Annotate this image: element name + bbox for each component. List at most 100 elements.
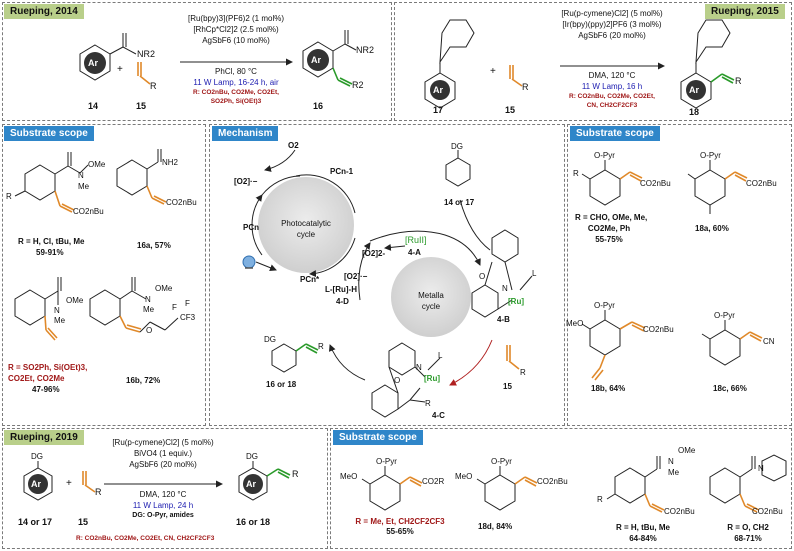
structure-scope-left-16b xyxy=(89,277,179,333)
mech-photo-cycle: Photocatalytic cycle xyxy=(281,219,331,239)
structure-17 xyxy=(424,19,475,109)
tag-rueping-2014: Rueping, 2014 xyxy=(4,4,84,19)
scope-left-ome1: OMe xyxy=(88,160,106,169)
tag-substrate-scope-right: Substrate scope xyxy=(570,126,660,141)
scope-left-me3: Me xyxy=(54,316,66,325)
scope-bottom-me3: Me xyxy=(668,468,680,477)
mech-pcnstar: PCn* xyxy=(300,275,320,284)
scope-left-item3-label: R = SO2Ph, Si(OEt)3, CO2Et, CO2Me 47-96% xyxy=(8,363,88,394)
scope-right-r1: R xyxy=(573,169,579,178)
scope-right-cn4: CN xyxy=(763,337,775,346)
structure-15-top-right xyxy=(509,65,523,87)
tag-mechanism: Mechanism xyxy=(212,126,279,141)
mech-o2: O2 xyxy=(288,141,299,150)
structure-scope-right-18a xyxy=(687,160,748,214)
structure-scope-right-1 xyxy=(581,160,643,206)
label-18: 18 xyxy=(689,107,700,117)
scope-left-n1: N xyxy=(78,171,84,180)
scope-bottom-n3: N xyxy=(668,457,674,466)
label-14: 14 xyxy=(88,101,99,111)
scope-left-16a: 16a, 57% xyxy=(137,241,171,250)
r-groups-2019: R: CO2nBu, CO2Me, CO2Et, CN, CH2CF2CF3 xyxy=(76,535,215,542)
scope-right-opyr1: O-Pyr xyxy=(594,151,615,160)
scope-bottom-item4: R = O, CH2 68-71% xyxy=(727,523,769,543)
r-label-18: R xyxy=(735,76,742,86)
mech-4C-l: L xyxy=(438,351,443,360)
r-label-15-top-left: R xyxy=(150,81,157,91)
conditions-2015: [Ru(p-cymene)Cl2] (5 mol%) [Ir(bpy)(ppy)… xyxy=(561,9,663,40)
structure-scope-right-18b xyxy=(581,310,646,381)
scope-left-me1: Me xyxy=(78,182,90,191)
scope-bottom-co2bu2: CO2nBu xyxy=(537,477,568,486)
mech-4C: 4-C xyxy=(432,411,445,420)
scope-left-item1-yield: 59-91% xyxy=(36,248,64,257)
panel-bottom-left xyxy=(2,428,328,549)
scope-bottom-meo1: MeO xyxy=(340,472,358,481)
label-16: 16 xyxy=(313,101,324,111)
panel-scope-right xyxy=(567,124,792,426)
mech-o2-2: [O2]2- xyxy=(362,249,386,258)
r-label-bottom-prod: R xyxy=(292,469,299,479)
mech-lruh: L-[Ru]-H xyxy=(325,285,357,294)
mech-o2-radical-2: [O2]·− xyxy=(344,272,368,281)
ar-label-16: Ar xyxy=(311,55,322,65)
mech-4C-ru: [Ru] xyxy=(424,374,440,383)
tag-rueping-2015: Rueping, 2015 xyxy=(705,4,785,19)
structure-scope-bottom-3 xyxy=(606,456,665,513)
structure-18 xyxy=(680,19,735,109)
scope-right-18a: 18a, 60% xyxy=(695,224,729,233)
scope-left-n3: N xyxy=(54,306,60,315)
scope-left-item1-label: R = H, Cl, tBu, Me xyxy=(18,237,85,246)
scope-left-o4: O xyxy=(146,326,153,335)
scope-left-co2bu1: CO2nBu xyxy=(73,207,104,216)
dg-label-bottom-sm: DG xyxy=(31,452,43,461)
scope-bottom-co2r: CO2R xyxy=(422,477,445,486)
structure-16-or-18 xyxy=(238,461,291,501)
ar-label-bottom-prod: Ar xyxy=(246,479,257,489)
scope-bottom-meo2: MeO xyxy=(455,472,473,481)
mech-4B-o: O xyxy=(479,272,486,281)
scope-right-opyr2: O-Pyr xyxy=(700,151,721,160)
structure-14-or-17 xyxy=(23,461,53,501)
scope-bottom-co2bu3: CO2nBu xyxy=(664,507,695,516)
conditions-2014-below: PhCl, 80 °C 11 W Lamp, 16-24 h, air R: C… xyxy=(193,67,279,105)
mech-4C-r: R xyxy=(425,399,431,408)
scope-right-co2bu3: CO2nBu xyxy=(643,325,674,334)
structure-scope-left-1 xyxy=(14,152,89,213)
mech-4B-n: N xyxy=(502,284,508,293)
tag-substrate-scope-bottom: Substrate scope xyxy=(333,430,423,445)
label-15-top-right: 15 xyxy=(505,105,516,115)
structure-mech-alkene xyxy=(506,345,520,370)
scope-right-item1: R = CHO, OMe, Me, CO2Me, Ph 55-75% xyxy=(575,213,648,244)
mech-4B-ru: [Ru] xyxy=(508,297,524,306)
structure-scope-bottom-1 xyxy=(361,466,423,511)
conditions-2015-below: DMA, 120 °C 11 W Lamp, 16 h R: CO2nBu, C… xyxy=(569,71,655,109)
scope-right-opyr4: O-Pyr xyxy=(714,311,735,320)
structure-4-B xyxy=(471,229,533,318)
ar-label-bottom-sm: Ar xyxy=(31,479,42,489)
scope-left-f2: F xyxy=(185,299,190,308)
panel-scope-bottom xyxy=(330,428,792,549)
scope-left-co2bu2: CO2nBu xyxy=(166,198,197,207)
structure-14 xyxy=(79,33,137,81)
photocatalytic-cycle xyxy=(242,149,356,278)
mech-sm: 14 or 17 xyxy=(444,198,475,207)
mech-4C-o: O xyxy=(394,376,401,385)
scope-left-me4: Me xyxy=(143,305,155,314)
structure-mech-product xyxy=(271,343,319,373)
mech-o2-radical: [O2]·− xyxy=(234,177,258,186)
r-label-15-bottom: R xyxy=(95,487,102,497)
conditions-2019: [Ru(p-cymene)Cl2] (5 mol%) BiVO4 (1 equi… xyxy=(112,438,214,469)
scope-left-ome4: OMe xyxy=(155,284,173,293)
structure-scope-right-18c xyxy=(701,320,763,366)
metalla-cycle xyxy=(328,199,493,386)
mech-pcn: PCn xyxy=(243,223,259,232)
panel-mechanism xyxy=(209,124,565,426)
label-17: 17 xyxy=(433,105,444,115)
scope-left-f1: F xyxy=(172,303,177,312)
dg-label-bottom-prod: DG xyxy=(246,452,258,461)
mech-alkene-num: 15 xyxy=(503,382,512,391)
mech-dg: DG xyxy=(451,142,463,151)
